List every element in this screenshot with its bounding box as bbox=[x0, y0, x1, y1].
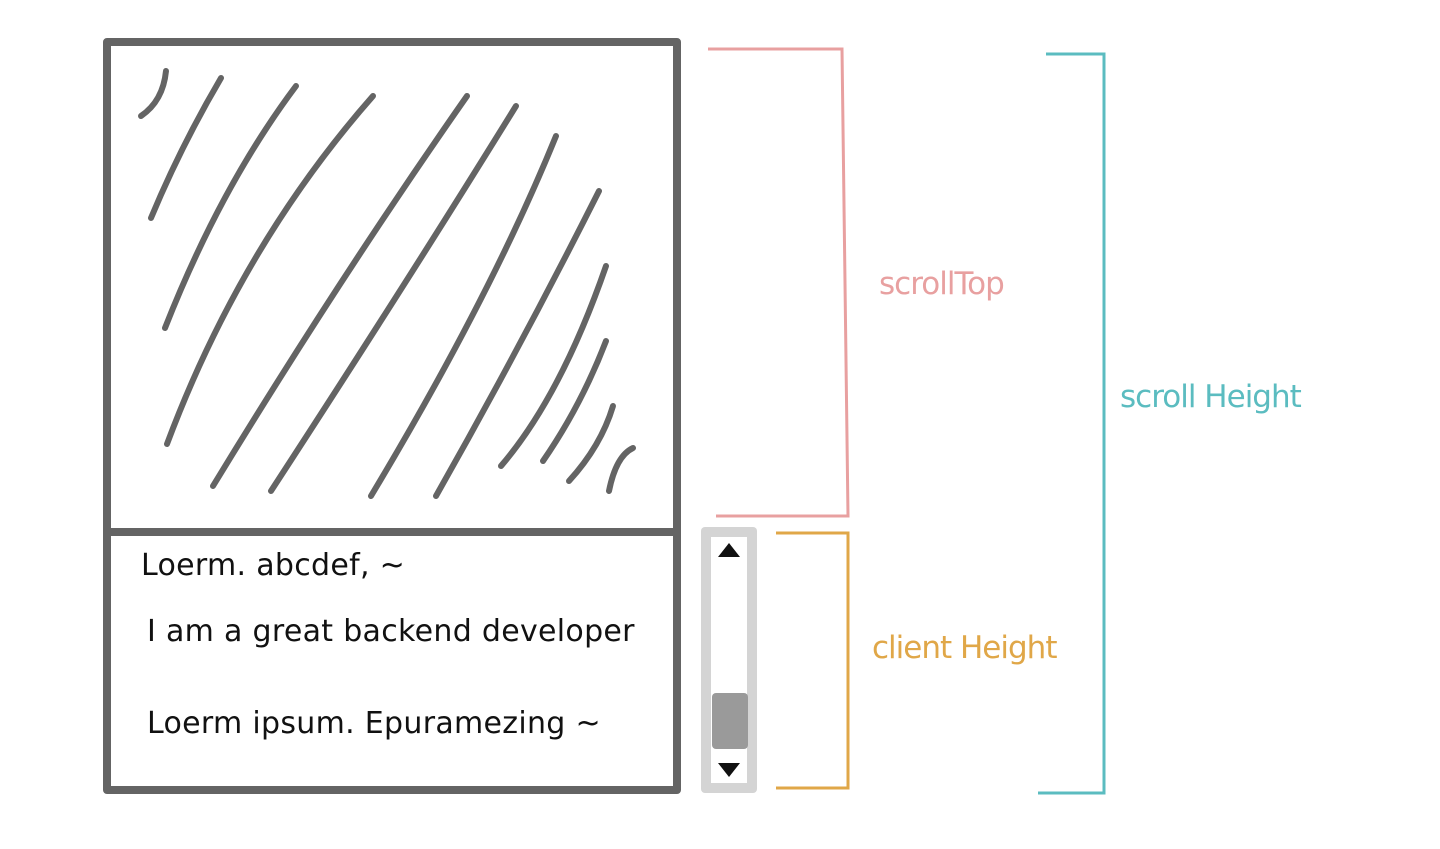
scrolltop-label: scrollTop bbox=[879, 266, 1005, 302]
scrollheight-label: scroll Height bbox=[1120, 379, 1302, 415]
clientheight-bracket bbox=[776, 531, 850, 790]
scrolltop-bracket bbox=[708, 47, 850, 518]
document-frame: Loerm. abcdef, ~ I am a great backend de… bbox=[103, 38, 681, 794]
hatch-pattern bbox=[138, 68, 636, 499]
scrollheight-bracket bbox=[1038, 52, 1106, 795]
scrolled-out-content bbox=[111, 46, 673, 528]
scrollbar[interactable] bbox=[701, 527, 757, 793]
content-line-3: Loerm ipsum. Epuramezing ~ bbox=[147, 706, 601, 741]
visible-content: Loerm. abcdef, ~ I am a great backend de… bbox=[111, 536, 673, 786]
content-line-1: Loerm. abcdef, ~ bbox=[141, 548, 406, 583]
clientheight-label: client Height bbox=[872, 630, 1057, 666]
arrow-down-icon[interactable] bbox=[718, 763, 740, 777]
arrow-up-icon[interactable] bbox=[718, 543, 740, 557]
viewport-divider bbox=[111, 528, 673, 536]
scroll-thumb[interactable] bbox=[712, 693, 748, 749]
content-line-2: I am a great backend developer bbox=[147, 614, 635, 649]
